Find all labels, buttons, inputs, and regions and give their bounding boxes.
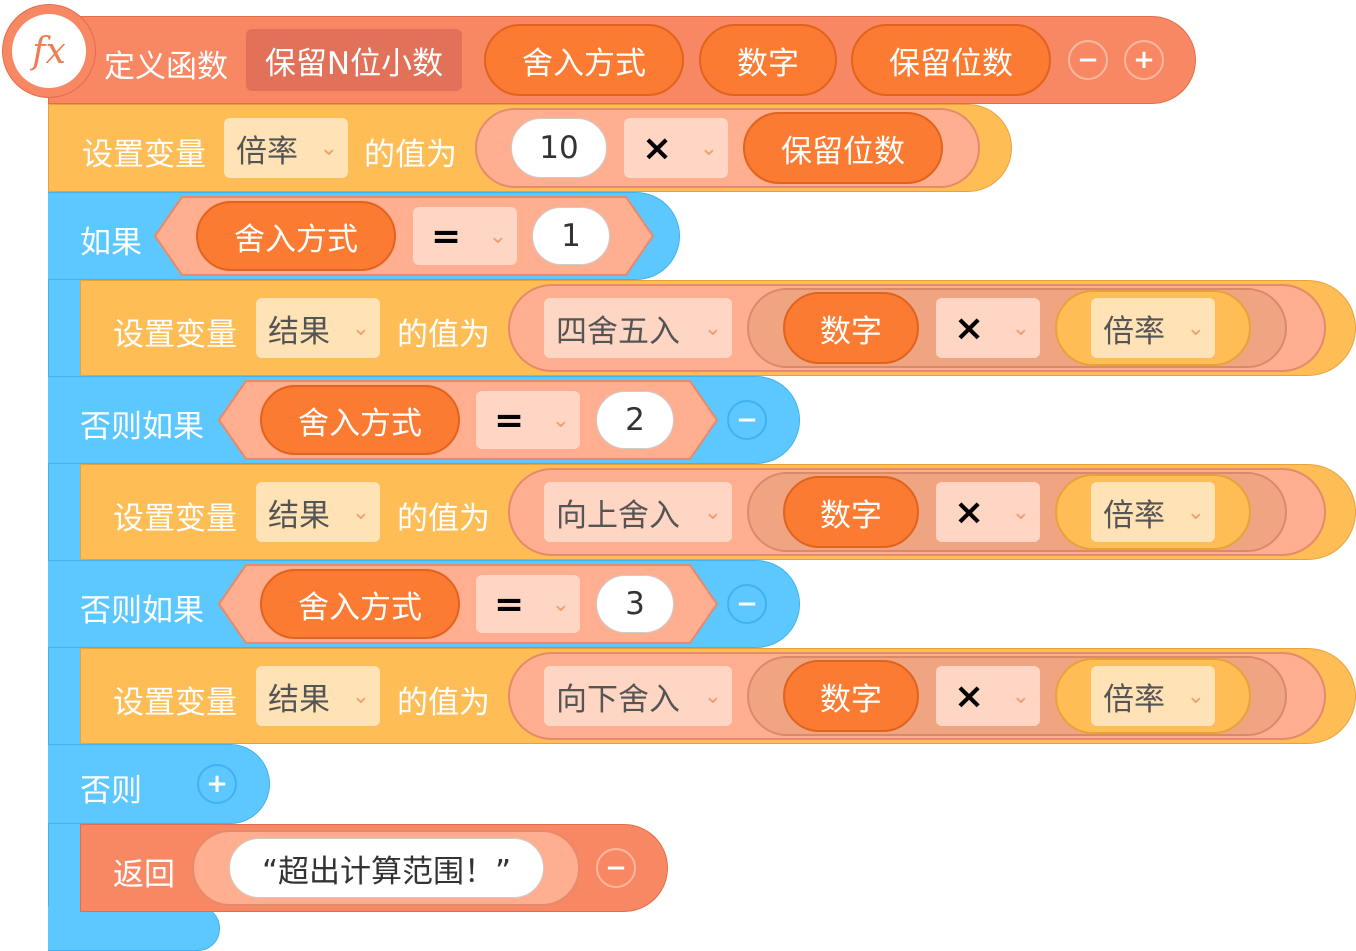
- set-variable-label: 设置变量: [82, 137, 206, 173]
- remove-else-if-button-1[interactable]: −: [727, 400, 767, 440]
- value-of-label: 的值为: [397, 501, 490, 537]
- condition-operator-2[interactable]: = ⌄: [476, 391, 580, 449]
- chevron-down-icon: ⌄: [1011, 499, 1030, 525]
- chevron-down-icon: ⌄: [1186, 499, 1205, 525]
- value-of-label: 的值为: [397, 685, 490, 721]
- variable-select-result[interactable]: 结果 ⌄: [256, 482, 380, 542]
- minus-icon: −: [736, 405, 758, 435]
- return-text-input[interactable]: “超出计算范围！”: [229, 838, 544, 898]
- variable-name: 结果: [268, 681, 330, 718]
- param-rounding-mode[interactable]: 舍入方式: [484, 24, 684, 96]
- condition-operator-3[interactable]: = ⌄: [476, 575, 580, 633]
- set-variable-label: 设置变量: [113, 317, 237, 353]
- chevron-down-icon: ⌄: [319, 135, 338, 161]
- multiply-operator: ×: [954, 675, 985, 717]
- operator-select[interactable]: × ⌄: [936, 298, 1040, 358]
- variable-name: 结果: [268, 497, 330, 534]
- operator-select[interactable]: × ⌄: [936, 482, 1040, 542]
- variable-select-multiplier[interactable]: 倍率 ⌄: [224, 118, 348, 178]
- variable-name: 倍率: [1103, 681, 1165, 718]
- add-else-if-button[interactable]: +: [197, 764, 237, 804]
- chevron-down-icon: ⌄: [1186, 683, 1205, 709]
- chevron-down-icon: ⌄: [699, 135, 718, 161]
- condition-param-1[interactable]: 舍入方式: [196, 201, 396, 271]
- chevron-down-icon: ⌄: [488, 223, 507, 249]
- variable-select-multiplier[interactable]: 倍率 ⌄: [1091, 482, 1215, 542]
- chevron-down-icon: ⌄: [703, 683, 722, 709]
- plus-icon: +: [206, 769, 228, 799]
- multiply-operator: ×: [954, 491, 985, 533]
- operator-select[interactable]: × ⌄: [936, 666, 1040, 726]
- minus-icon: −: [1077, 45, 1099, 75]
- if-label: 如果: [80, 225, 142, 261]
- minus-icon: −: [605, 853, 627, 883]
- define-function-label: 定义函数: [104, 49, 228, 85]
- condition-param-2[interactable]: 舍入方式: [260, 385, 460, 455]
- equals-operator: =: [494, 399, 525, 441]
- multiply-operator: ×: [954, 307, 985, 349]
- chevron-down-icon: ⌄: [703, 499, 722, 525]
- remove-return-value-button[interactable]: −: [596, 848, 636, 888]
- function-name: 四舍五入: [556, 313, 680, 350]
- variable-select-multiplier[interactable]: 倍率 ⌄: [1091, 666, 1215, 726]
- round-function-select[interactable]: 四舍五入 ⌄: [544, 298, 732, 358]
- plus-icon: +: [1133, 45, 1155, 75]
- value-of-label: 的值为: [397, 317, 490, 353]
- variable-select-result[interactable]: 结果 ⌄: [256, 298, 380, 358]
- remove-param-button[interactable]: −: [1068, 40, 1108, 80]
- else-label: 否则: [80, 773, 142, 809]
- chevron-down-icon: ⌄: [351, 499, 370, 525]
- variable-select-result[interactable]: 结果 ⌄: [256, 666, 380, 726]
- equals-operator: =: [494, 583, 525, 625]
- set-variable-label: 设置变量: [113, 685, 237, 721]
- operator-select[interactable]: × ⌄: [624, 118, 728, 178]
- function-name: 保留N位小数: [264, 45, 444, 82]
- variable-select-multiplier[interactable]: 倍率 ⌄: [1091, 298, 1215, 358]
- chevron-down-icon: ⌄: [703, 315, 722, 341]
- number-input-10[interactable]: 10: [511, 118, 607, 178]
- else-if-label-1: 否则如果: [80, 409, 204, 445]
- add-param-button[interactable]: +: [1124, 40, 1164, 80]
- function-name-field[interactable]: 保留N位小数: [246, 29, 462, 91]
- param-number[interactable]: 数字: [699, 24, 837, 96]
- variable-name: 倍率: [1103, 313, 1165, 350]
- chevron-down-icon: ⌄: [551, 407, 570, 433]
- fx-icon: fx: [12, 14, 86, 88]
- chevron-down-icon: ⌄: [351, 683, 370, 709]
- chevron-down-icon: ⌄: [551, 591, 570, 617]
- function-name: 向上舍入: [556, 497, 680, 534]
- multiply-operator: ×: [642, 127, 673, 169]
- condition-value-1[interactable]: 1: [532, 207, 610, 265]
- chevron-down-icon: ⌄: [1011, 683, 1030, 709]
- condition-operator-1[interactable]: = ⌄: [413, 207, 517, 265]
- chevron-down-icon: ⌄: [1011, 315, 1030, 341]
- condition-param-3[interactable]: 舍入方式: [260, 569, 460, 639]
- round-function-select[interactable]: 向下舍入 ⌄: [544, 666, 732, 726]
- param-decimal-places-ref[interactable]: 保留位数: [743, 112, 943, 184]
- remove-else-if-button-2[interactable]: −: [727, 584, 767, 624]
- set-variable-label: 设置变量: [113, 501, 237, 537]
- condition-value-2[interactable]: 2: [596, 391, 674, 449]
- chevron-down-icon: ⌄: [351, 315, 370, 341]
- condition-value-3[interactable]: 3: [596, 575, 674, 633]
- variable-name: 结果: [268, 313, 330, 350]
- round-function-select[interactable]: 向上舍入 ⌄: [544, 482, 732, 542]
- param-decimal-places[interactable]: 保留位数: [851, 24, 1051, 96]
- minus-icon: −: [736, 589, 758, 619]
- param-number-ref[interactable]: 数字: [783, 660, 919, 732]
- value-of-label: 的值为: [364, 137, 457, 173]
- param-number-ref[interactable]: 数字: [783, 292, 919, 364]
- variable-name: 倍率: [1103, 497, 1165, 534]
- if-block-footer: [48, 906, 220, 951]
- chevron-down-icon: ⌄: [1186, 315, 1205, 341]
- function-name: 向下舍入: [556, 681, 680, 718]
- equals-operator: =: [431, 215, 462, 257]
- variable-name: 倍率: [236, 133, 298, 170]
- return-label: 返回: [113, 857, 175, 893]
- else-if-label-2: 否则如果: [80, 593, 204, 629]
- param-number-ref[interactable]: 数字: [783, 476, 919, 548]
